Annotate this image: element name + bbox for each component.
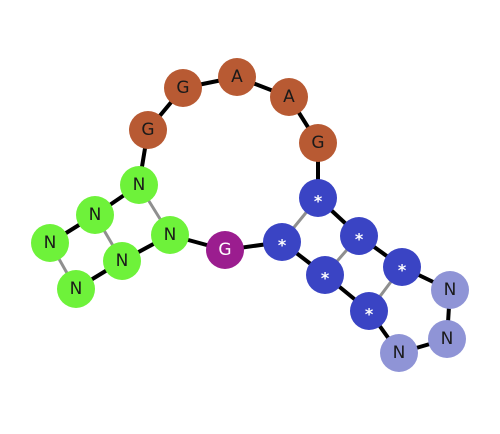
node-circle-g3 <box>299 124 337 162</box>
node-circle-n_mid <box>103 242 141 280</box>
node-label-n_l3: N <box>70 279 83 299</box>
node-circle-n_r <box>151 216 189 254</box>
node-label-nb1: N <box>444 280 457 300</box>
node-a2: A <box>270 78 308 116</box>
node-circle-nb2 <box>428 320 466 358</box>
node-g_center: G <box>206 231 244 269</box>
node-label-g_center: G <box>218 240 231 260</box>
node-circle-n_l1 <box>76 196 114 234</box>
node-nb3: N <box>380 334 418 372</box>
node-circle-a1 <box>218 58 256 96</box>
node-label-s3: * <box>355 230 364 249</box>
node-circle-s1 <box>299 179 337 217</box>
node-n_top: N <box>120 166 158 204</box>
node-circle-nb1 <box>431 271 469 309</box>
node-s3: * <box>340 217 378 255</box>
node-circle-s6 <box>350 292 388 330</box>
node-circle-a2 <box>270 78 308 116</box>
node-circle-s3 <box>340 217 378 255</box>
node-s1: * <box>299 179 337 217</box>
node-label-nb3: N <box>393 343 406 363</box>
node-g2: G <box>164 69 202 107</box>
node-circle-s2 <box>263 223 301 261</box>
node-label-g2: G <box>176 78 189 98</box>
node-label-n_l2: N <box>44 233 57 253</box>
node-nb1: N <box>431 271 469 309</box>
node-circle-s4 <box>306 256 344 294</box>
node-label-g1: G <box>141 120 154 140</box>
node-label-s1: * <box>314 192 323 211</box>
node-n_r: N <box>151 216 189 254</box>
node-circle-nb3 <box>380 334 418 372</box>
node-circle-n_top <box>120 166 158 204</box>
node-label-a1: A <box>231 67 243 87</box>
nodes-layer: G G A A G N N N N N N G * * * * * * N N N <box>31 58 469 372</box>
node-circle-n_l2 <box>31 224 69 262</box>
node-s6: * <box>350 292 388 330</box>
node-n_mid: N <box>103 242 141 280</box>
node-label-g3: G <box>311 133 324 153</box>
node-a1: A <box>218 58 256 96</box>
node-s2: * <box>263 223 301 261</box>
node-circle-g2 <box>164 69 202 107</box>
node-circle-n_l3 <box>57 270 95 308</box>
node-label-s5: * <box>398 261 407 280</box>
node-circle-g1 <box>129 111 167 149</box>
node-g3: G <box>299 124 337 162</box>
node-n_l2: N <box>31 224 69 262</box>
node-label-n_mid: N <box>116 251 129 271</box>
node-label-n_l1: N <box>89 205 102 225</box>
node-s5: * <box>383 248 421 286</box>
node-s4: * <box>306 256 344 294</box>
node-label-s6: * <box>365 305 374 324</box>
node-label-n_r: N <box>164 225 177 245</box>
node-label-s4: * <box>321 269 330 288</box>
node-nb2: N <box>428 320 466 358</box>
node-label-nb2: N <box>441 329 454 349</box>
node-n_l3: N <box>57 270 95 308</box>
node-label-s2: * <box>278 236 287 255</box>
node-label-a2: A <box>283 87 295 107</box>
node-g1: G <box>129 111 167 149</box>
node-label-n_top: N <box>133 175 146 195</box>
node-n_l1: N <box>76 196 114 234</box>
node-circle-s5 <box>383 248 421 286</box>
node-circle-g_center <box>206 231 244 269</box>
